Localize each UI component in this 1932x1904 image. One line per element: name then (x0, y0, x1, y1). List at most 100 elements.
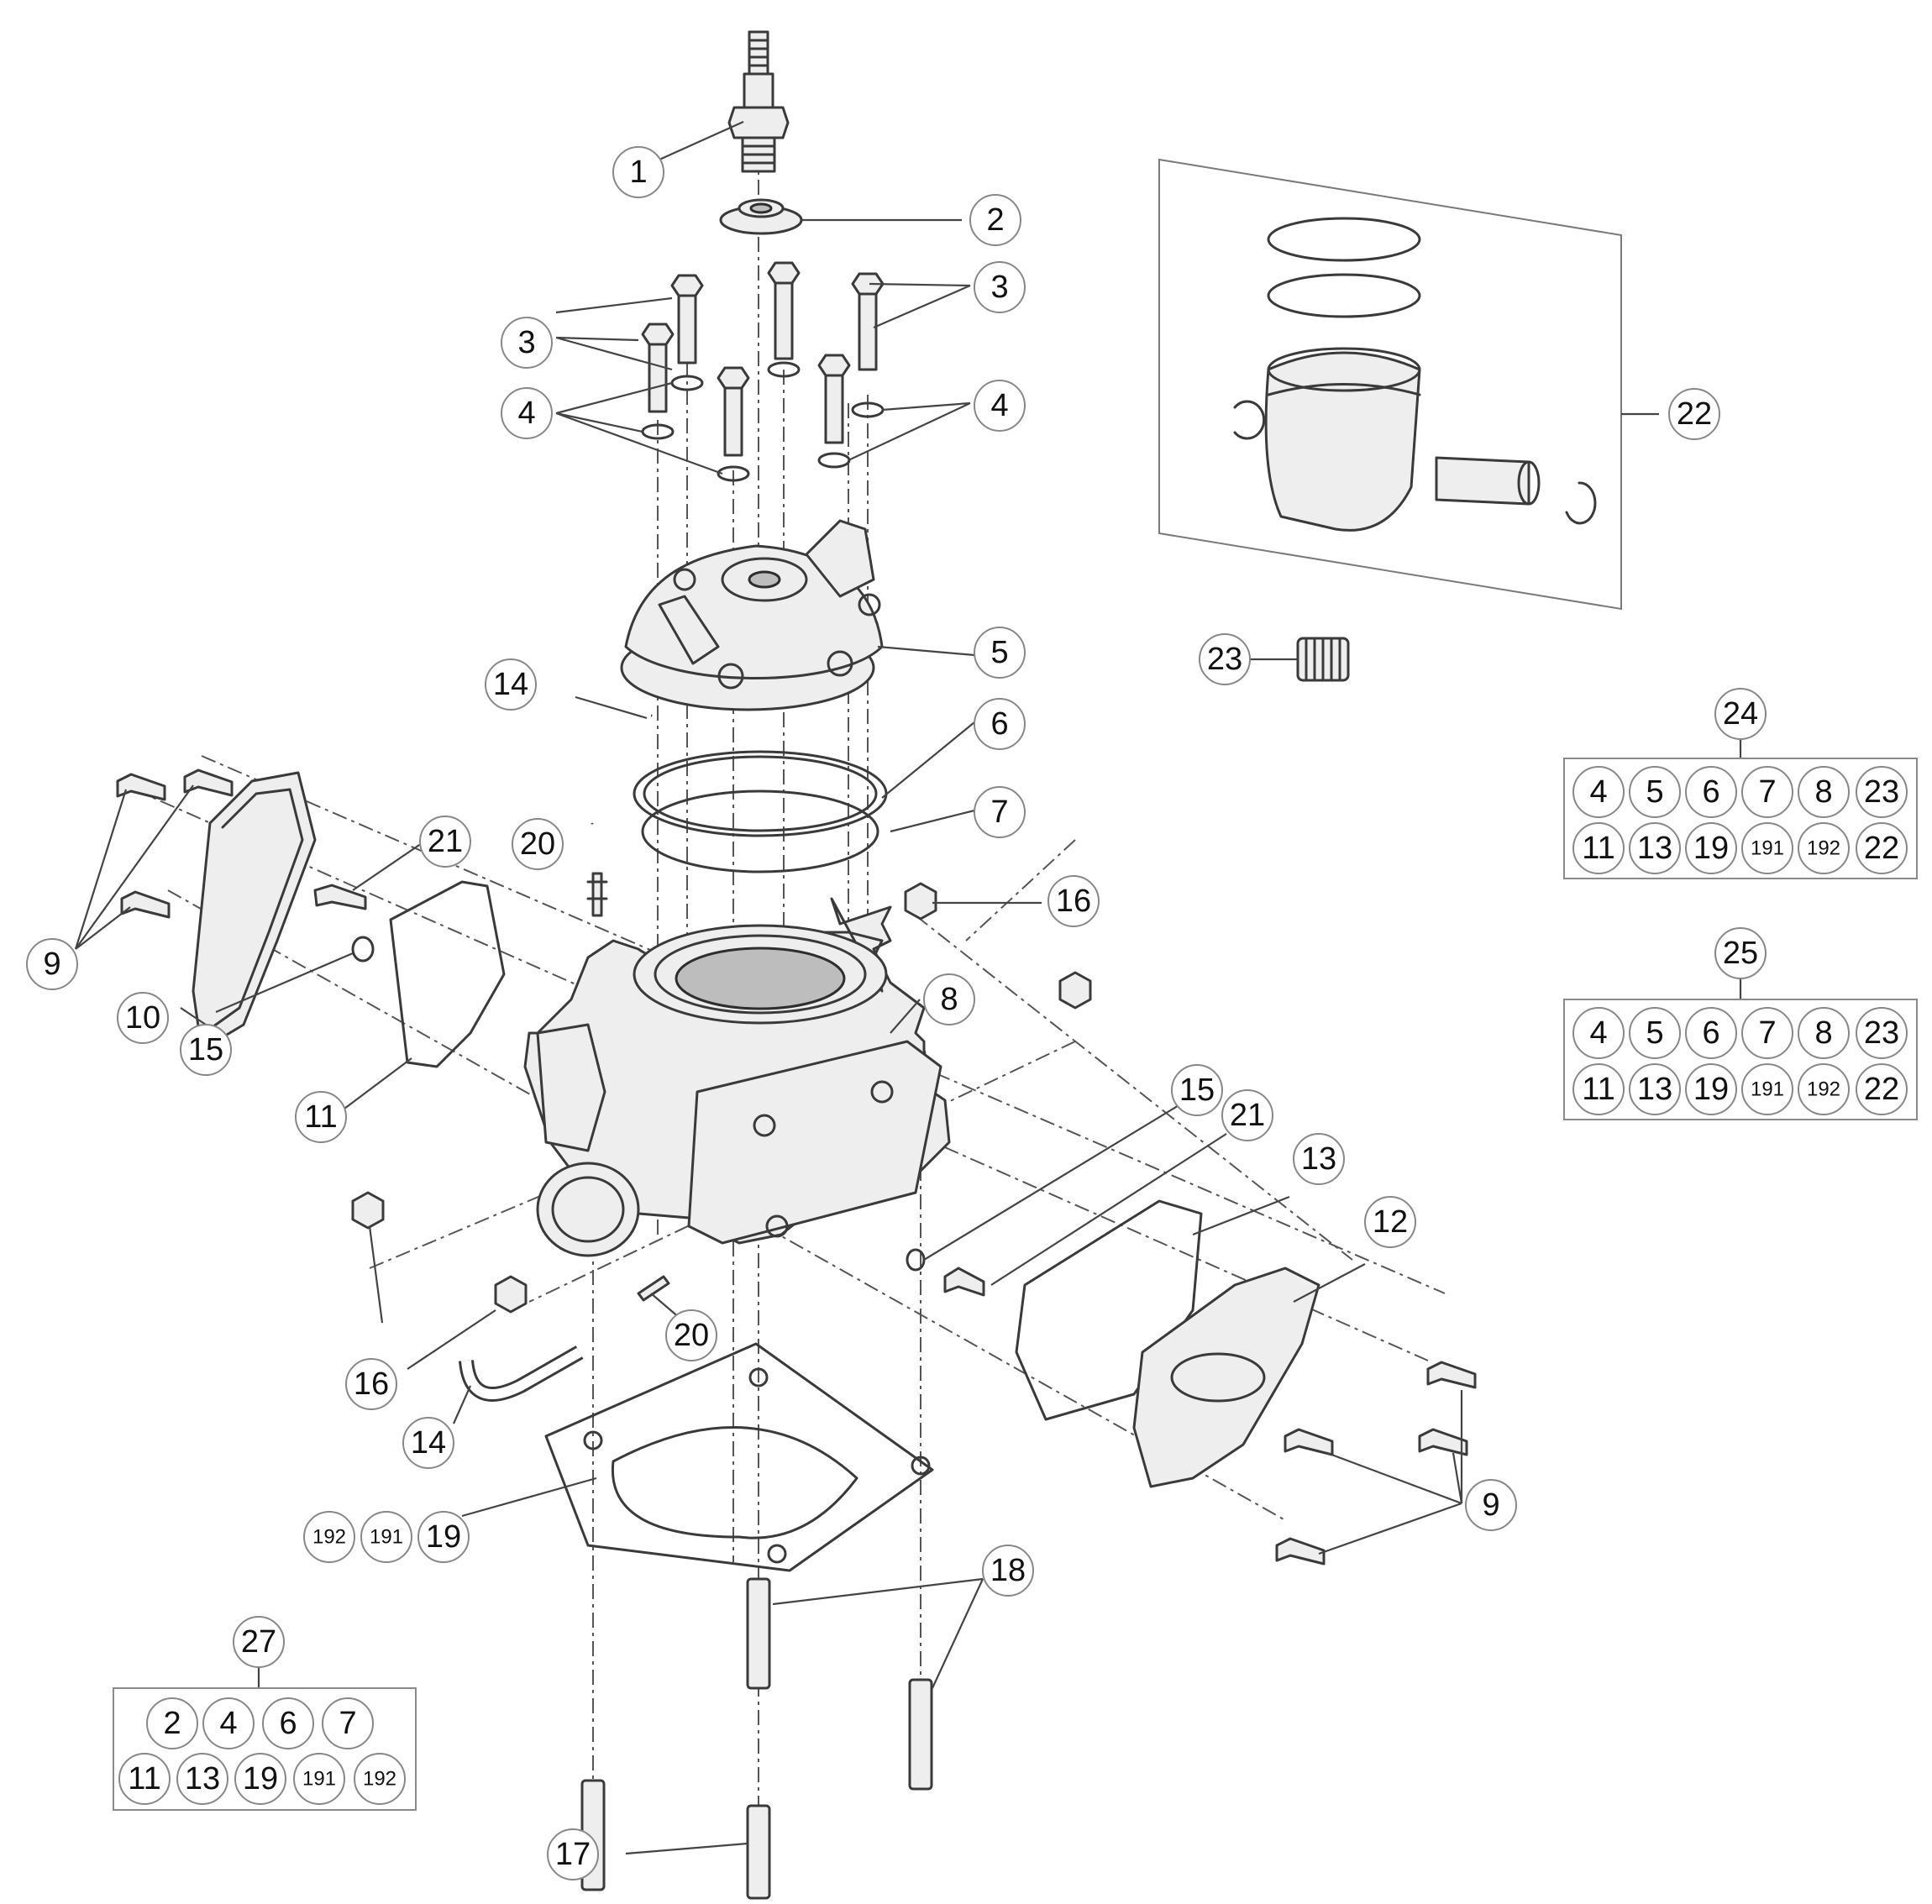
svg-text:17: 17 (555, 1837, 591, 1872)
callout-16-left: 16 (345, 1358, 397, 1410)
callout-21-right: 21 (1221, 1089, 1273, 1141)
callout-15-left: 15 (180, 1024, 232, 1076)
plug-seal (719, 198, 803, 235)
svg-text:191: 191 (1751, 1078, 1784, 1101)
spark-plug (727, 30, 790, 173)
svg-text:13: 13 (1637, 831, 1672, 866)
callout-13: 13 (1293, 1133, 1345, 1185)
callout-191: 191 (360, 1511, 412, 1563)
callout-3-left: 3 (501, 317, 553, 369)
callout-20-bottom: 20 (665, 1309, 717, 1361)
cylinder-head (620, 519, 884, 711)
svg-text:8: 8 (1814, 774, 1832, 810)
svg-text:16: 16 (1056, 884, 1091, 919)
svg-text:7: 7 (1758, 1015, 1776, 1051)
gasket-left (389, 880, 506, 1068)
callout-12: 12 (1364, 1196, 1416, 1248)
nipple-fittings (586, 872, 670, 1302)
callout-18: 18 (982, 1545, 1034, 1597)
callout-11: 11 (295, 1091, 347, 1143)
svg-text:22: 22 (1677, 396, 1712, 432)
svg-text:13: 13 (185, 1761, 220, 1796)
kit-24-title: 24 (1714, 688, 1767, 740)
svg-text:11: 11 (304, 1099, 337, 1135)
svg-text:2: 2 (163, 1706, 181, 1741)
svg-text:6: 6 (1702, 1015, 1719, 1051)
callout-17: 17 (547, 1828, 599, 1880)
svg-text:14: 14 (411, 1425, 446, 1461)
svg-text:22: 22 (1864, 1072, 1899, 1107)
svg-text:4: 4 (517, 396, 535, 431)
valve-cover-left (192, 771, 317, 1052)
screw-right (906, 1248, 985, 1297)
head-bolts (641, 261, 885, 457)
kit-27-title: 27 (233, 1616, 285, 1668)
svg-text:4: 4 (219, 1706, 237, 1741)
svg-text:7: 7 (990, 795, 1008, 830)
svg-text:3: 3 (517, 325, 535, 360)
hose-lower (459, 1345, 584, 1402)
svg-text:9: 9 (1482, 1487, 1499, 1523)
svg-text:191: 191 (370, 1526, 403, 1549)
svg-text:192: 192 (363, 1768, 396, 1791)
svg-text:11: 11 (1582, 1072, 1614, 1107)
piston-inset (1158, 158, 1622, 611)
svg-text:192: 192 (1807, 837, 1840, 860)
kit-27: 27 2 4 6 7 11 13 19 191 192 (113, 1616, 417, 1811)
svg-text:24: 24 (1723, 696, 1758, 732)
svg-text:192: 192 (1807, 1078, 1840, 1101)
svg-text:19: 19 (1693, 831, 1729, 866)
svg-text:1: 1 (629, 155, 647, 190)
svg-text:21: 21 (1230, 1098, 1265, 1133)
svg-text:15: 15 (1179, 1073, 1215, 1108)
svg-text:191: 191 (302, 1768, 336, 1791)
kit-25: 25 4 5 6 7 8 23 11 13 19 191 192 22 (1563, 927, 1918, 1120)
svg-text:8: 8 (940, 982, 958, 1017)
callout-3-right: 3 (974, 261, 1026, 313)
base-gasket (544, 1342, 934, 1572)
svg-text:3: 3 (990, 270, 1008, 305)
callout-1: 1 (612, 146, 664, 198)
cover-bolts-left (116, 768, 234, 919)
screw-left (313, 884, 375, 962)
svg-text:14: 14 (493, 667, 528, 702)
svg-text:20: 20 (674, 1318, 709, 1353)
callout-22: 22 (1668, 388, 1720, 440)
callout-16-right: 16 (1047, 875, 1100, 927)
svg-text:22: 22 (1864, 831, 1899, 866)
callout-6: 6 (974, 698, 1026, 750)
callout-5: 5 (974, 627, 1026, 679)
svg-text:5: 5 (990, 635, 1008, 670)
svg-text:23: 23 (1207, 642, 1242, 677)
callout-9-right: 9 (1465, 1479, 1517, 1531)
svg-text:6: 6 (279, 1706, 297, 1741)
svg-text:192: 192 (312, 1526, 346, 1549)
dowel-pins (580, 1577, 933, 1900)
svg-text:2: 2 (986, 202, 1004, 238)
svg-text:7: 7 (1758, 774, 1776, 810)
callout-20-top: 20 (512, 818, 564, 870)
svg-text:191: 191 (1751, 837, 1784, 860)
cover-bolts-right (1275, 1361, 1477, 1566)
kit-25-title: 25 (1714, 927, 1767, 979)
callout-2: 2 (969, 194, 1021, 246)
svg-text:11: 11 (1582, 831, 1614, 866)
svg-text:23: 23 (1864, 774, 1899, 810)
svg-text:4: 4 (1589, 1015, 1607, 1051)
washers (641, 361, 885, 482)
svg-text:21: 21 (428, 824, 463, 859)
valve-cover-right (1132, 1267, 1320, 1488)
svg-text:19: 19 (426, 1519, 461, 1555)
callout-10: 10 (117, 992, 169, 1044)
svg-text:16: 16 (354, 1366, 389, 1402)
svg-text:18: 18 (990, 1553, 1026, 1588)
svg-text:10: 10 (125, 1000, 160, 1036)
callout-4-right: 4 (974, 380, 1026, 432)
svg-text:25: 25 (1723, 936, 1758, 971)
callout-23: 23 (1199, 633, 1251, 685)
callout-8: 8 (923, 973, 975, 1025)
svg-text:19: 19 (243, 1761, 278, 1796)
nuts (351, 882, 1092, 1314)
callout-192: 192 (303, 1511, 355, 1563)
svg-text:20: 20 (520, 826, 555, 862)
